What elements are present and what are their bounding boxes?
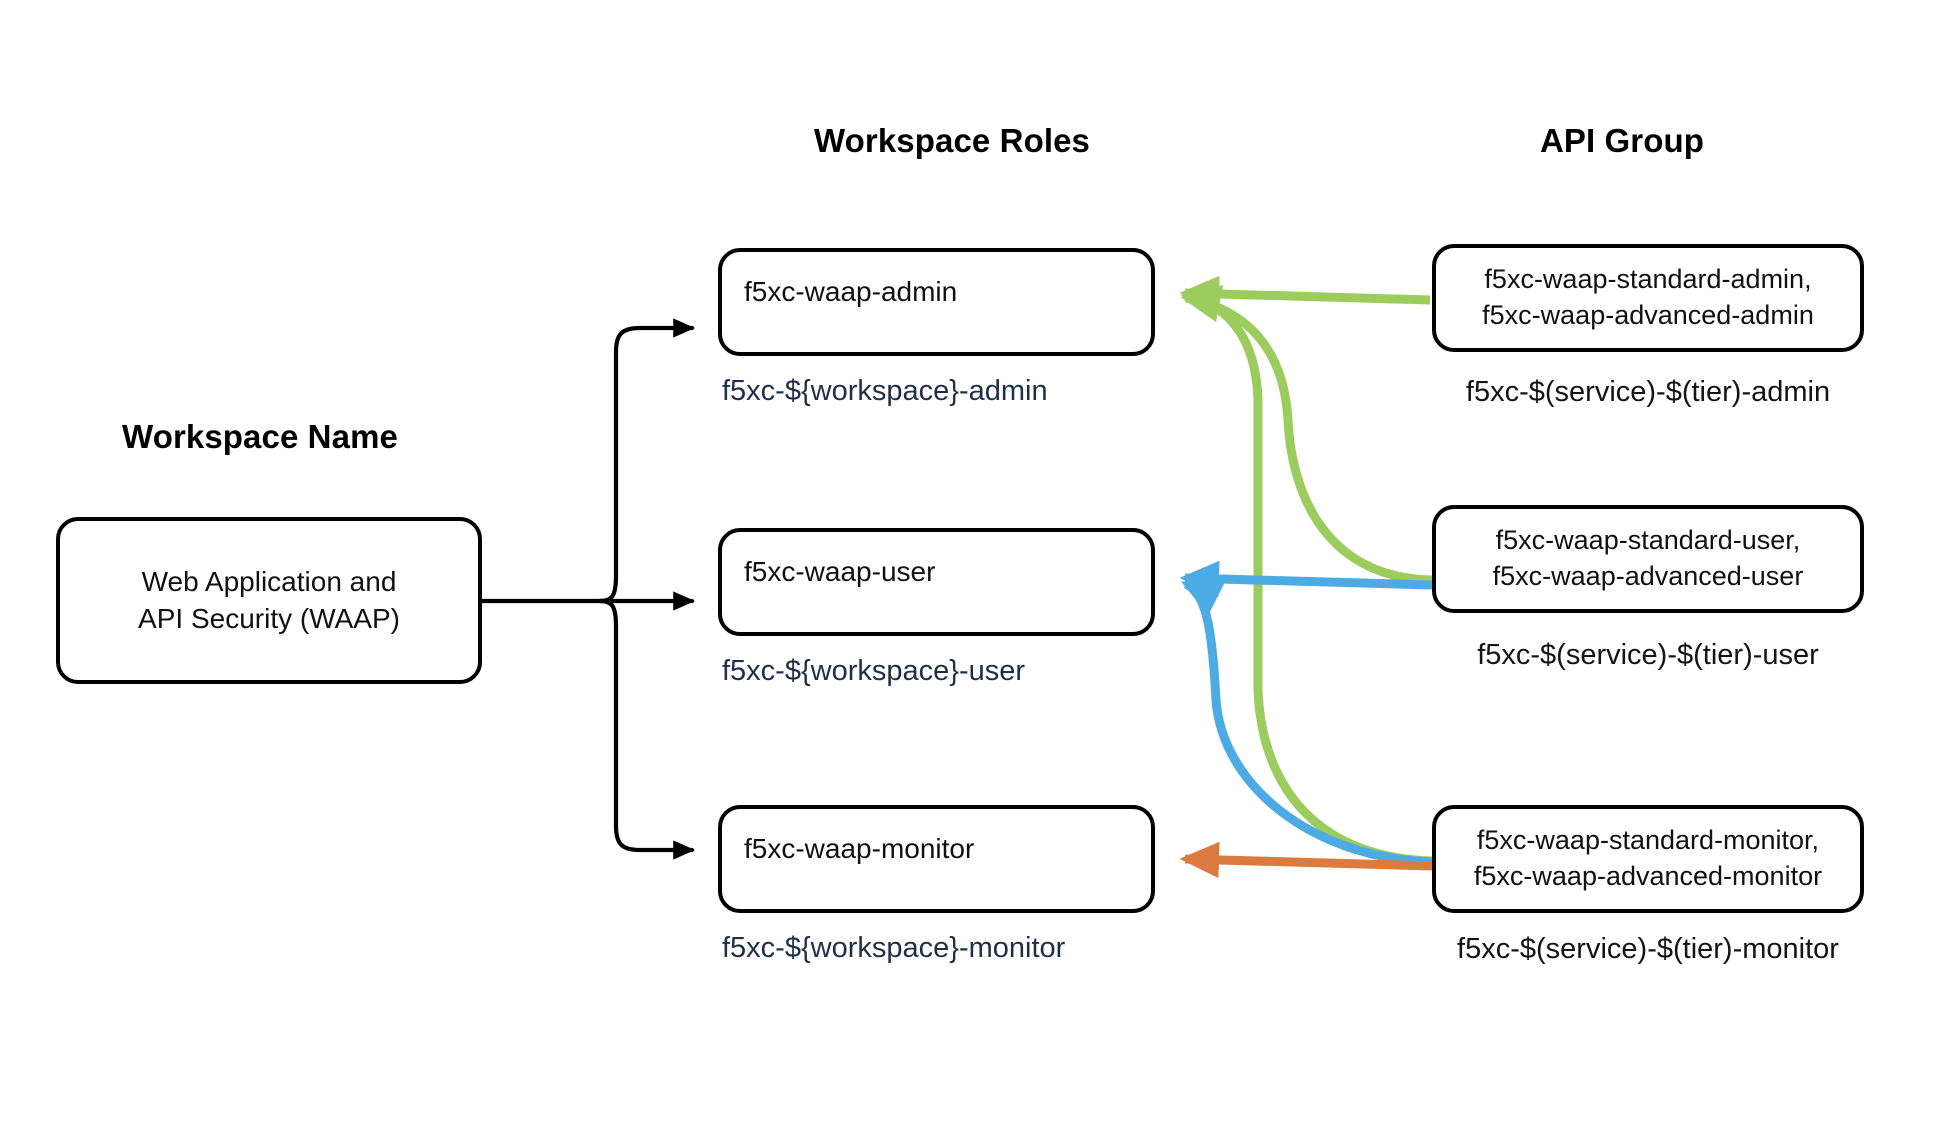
api-group-label-admin: f5xc-waap-standard-admin, f5xc-waap-adva… <box>1482 264 1814 330</box>
connector-api-user-to-role-user <box>1179 560 1433 598</box>
role-caption-monitor: f5xc-${workspace}-monitor <box>722 932 1066 964</box>
role-node-user[interactable]: f5xc-waap-user <box>718 528 1155 636</box>
api-group-node-admin[interactable]: f5xc-waap-standard-admin, f5xc-waap-adva… <box>1432 244 1864 352</box>
connector-api-user-to-role-admin <box>1180 286 1433 585</box>
connector-api-monitor-to-role-user <box>1181 579 1433 867</box>
role-node-admin[interactable]: f5xc-waap-admin <box>718 248 1155 356</box>
column-heading-api-group: API Group <box>1539 122 1705 159</box>
api-group-caption-monitor: f5xc-$(service)-$(tier)-monitor <box>1457 933 1839 965</box>
connector-workspace-to-role-monitor <box>597 598 696 860</box>
connector-api-monitor-to-role-monitor <box>1179 841 1433 879</box>
api-group-label-monitor: f5xc-waap-standard-monitor, f5xc-waap-ad… <box>1473 825 1823 891</box>
role-label-monitor: f5xc-waap-monitor <box>744 833 975 864</box>
workspace-name-label: Web Application and API Security (WAAP) <box>138 565 400 634</box>
connector-api-monitor-to-role-admin <box>1180 285 1433 866</box>
role-caption-user: f5xc-${workspace}-user <box>722 655 1026 687</box>
api-group-node-user[interactable]: f5xc-waap-standard-user, f5xc-waap-advan… <box>1432 505 1864 613</box>
api-group-caption-admin: f5xc-$(service)-$(tier)-admin <box>1465 376 1831 408</box>
role-caption-admin: f5xc-${workspace}-admin <box>722 375 1048 407</box>
api-group-caption-user: f5xc-$(service)-$(tier)-user <box>1477 639 1819 671</box>
column-heading-workspace-name: Workspace Name <box>122 418 398 455</box>
column-heading-workspace-roles: Workspace Roles <box>813 122 1091 159</box>
connector-workspace-to-role-admin <box>597 318 696 604</box>
role-label-user: f5xc-waap-user <box>744 556 936 587</box>
api-group-label-user: f5xc-waap-standard-user, f5xc-waap-advan… <box>1492 525 1804 591</box>
connector-api-admin-to-role-admin <box>1179 275 1431 313</box>
role-label-admin: f5xc-waap-admin <box>744 276 958 307</box>
role-node-monitor[interactable]: f5xc-waap-monitor <box>718 805 1155 913</box>
workspace-name-node[interactable]: Web Application and API Security (WAAP) <box>56 517 482 684</box>
api-group-node-monitor[interactable]: f5xc-waap-standard-monitor, f5xc-waap-ad… <box>1432 805 1864 913</box>
